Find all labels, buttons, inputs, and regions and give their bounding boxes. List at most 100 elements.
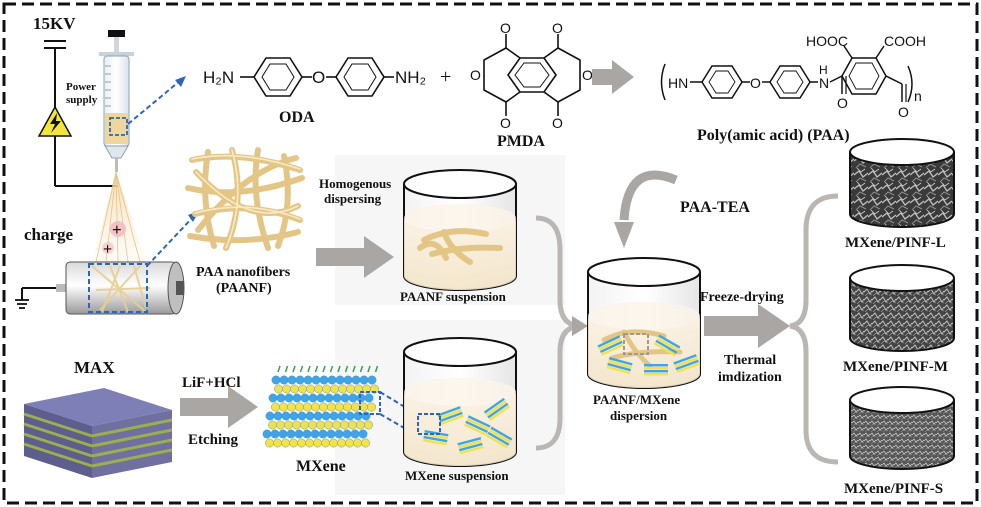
paa-nanofibers-label: PAA nanofibers	[196, 265, 291, 280]
mxene-atom	[311, 402, 320, 412]
mxene-atom	[270, 429, 280, 439]
mxene-atom	[351, 375, 361, 385]
mxene-atom	[287, 402, 296, 412]
pmda-label: PMDA	[497, 133, 545, 150]
mxene-atom	[322, 384, 331, 394]
mxene-label: MXene	[296, 458, 346, 475]
mxene-atom	[308, 420, 317, 430]
pinf-m-label: MXene/PINF-M	[843, 359, 948, 375]
charge-plus-2: +	[103, 241, 112, 258]
mxene-atom	[287, 375, 297, 385]
voltage-label: 15KV	[33, 14, 76, 33]
mxene-atom	[353, 438, 362, 448]
pinf-l-label: MXene/PINF-L	[845, 235, 946, 251]
mxene-atom	[324, 393, 334, 403]
mxene-atom	[364, 420, 373, 430]
mxene-atom	[281, 438, 290, 448]
pinf-s-cylinder	[849, 386, 955, 470]
pinf-s-label: MXene/PINF-S	[844, 481, 943, 497]
mxene-atom	[326, 429, 336, 439]
mxene-atom	[298, 384, 307, 394]
oda-structure: H₂N O NH₂	[203, 57, 426, 97]
fiber-jet	[92, 172, 146, 262]
surface-termination	[277, 365, 281, 373]
pmda-oxygens: O O O O O O	[470, 20, 593, 131]
pinf-l-cylinder	[849, 138, 955, 228]
mxene-atom	[265, 411, 275, 421]
mxene-atom	[274, 384, 283, 394]
mxene-atom	[310, 429, 320, 439]
mxene-atom	[324, 420, 333, 430]
mxene-atom	[278, 429, 288, 439]
paa-structure: HN O H N O HOOC COOH O n	[660, 33, 926, 120]
paa-name: Poly(amic acid) (PAA)	[697, 127, 850, 144]
svg-text:O: O	[312, 68, 325, 87]
ground-icon	[15, 299, 29, 309]
surface-termination	[359, 365, 364, 373]
svg-text:O: O	[750, 75, 761, 91]
mxene-suspension-label: MXene suspension	[405, 468, 509, 483]
paa-tea-label: PAA-TEA	[680, 199, 750, 216]
power-supply-label-2: supply	[66, 94, 98, 106]
mxene-atom	[343, 402, 352, 412]
mxene-atom	[300, 393, 310, 403]
mxene-flake	[673, 354, 700, 374]
paanf-suspension-label: PAANF suspension	[400, 289, 507, 304]
mxene-atom	[297, 411, 307, 421]
mxene-atom	[327, 375, 337, 385]
mxene-atom	[318, 429, 328, 439]
pmda-structure	[483, 34, 581, 116]
mxene-atom	[284, 420, 293, 430]
mxene-atom	[276, 393, 286, 403]
mxene-atom	[271, 402, 280, 412]
dispersion-label-2: dispersion	[610, 408, 668, 423]
oda-label: ODA	[279, 109, 315, 126]
mxene-flake	[485, 426, 513, 449]
lightning-warning-icon	[37, 105, 73, 137]
mxene-atom	[262, 429, 272, 439]
surface-termination	[292, 365, 296, 373]
mxene-atom	[289, 438, 298, 448]
paanf-label: (PAANF)	[216, 281, 272, 296]
surface-termination	[307, 365, 311, 373]
mxene-atom	[284, 393, 294, 403]
svg-text:O: O	[837, 95, 848, 111]
mxene-atom	[297, 438, 306, 448]
dispersing-arrow	[316, 236, 394, 278]
mxene-atom	[279, 375, 289, 385]
mxene-atom	[351, 402, 360, 412]
svg-text:O: O	[552, 115, 563, 131]
mxene-atom	[319, 402, 328, 412]
mxene-atom	[329, 411, 339, 421]
svg-text:COOH: COOH	[884, 33, 926, 49]
mxene-atom	[340, 393, 350, 403]
svg-text:O: O	[500, 20, 511, 36]
mxene-atom	[290, 384, 299, 394]
dispersing-label: dispersing	[324, 191, 382, 206]
homogenous-label: Homogenous	[319, 176, 391, 191]
mxene-atom	[268, 393, 278, 403]
mxene-atom	[364, 393, 374, 403]
svg-text:HOOC: HOOC	[806, 33, 848, 49]
svg-text:O: O	[552, 20, 563, 36]
mxene-atom	[271, 375, 281, 385]
mxene-atom	[316, 420, 325, 430]
mxene-atom	[321, 411, 331, 421]
mxene-atom	[281, 411, 291, 421]
mxene-atom	[332, 393, 342, 403]
syringe-zoom-box	[109, 117, 128, 136]
plus-sign: +	[440, 66, 451, 88]
mxene-atom	[348, 393, 358, 403]
mxene-atom	[356, 420, 365, 430]
mxene-atom	[292, 393, 302, 403]
svg-text:H: H	[819, 63, 828, 77]
surface-termination	[374, 365, 379, 373]
mxene-flake	[606, 357, 633, 375]
charge-label: charge	[24, 225, 74, 244]
mxene-flake	[437, 406, 464, 426]
surface-termination	[299, 365, 304, 373]
surface-termination	[329, 365, 334, 373]
mxene-atom	[337, 438, 346, 448]
mxene-atom	[268, 420, 277, 430]
surface-termination	[314, 365, 319, 373]
